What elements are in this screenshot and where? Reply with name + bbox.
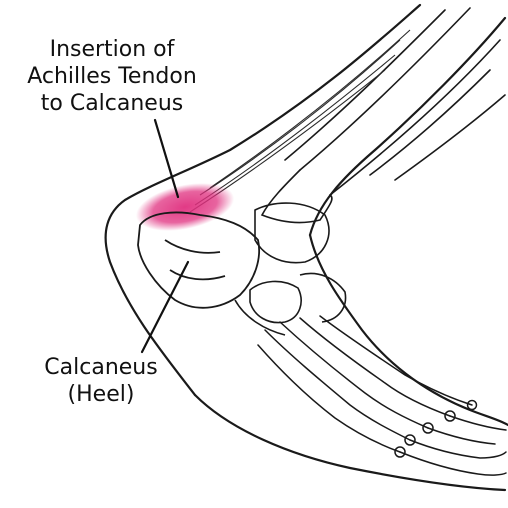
calcaneus-leader-line (142, 262, 188, 352)
insertion-label-line-2: Achilles Tendon (2, 63, 222, 90)
insertion-leader-line (155, 120, 178, 197)
achilles-tendon (190, 30, 410, 212)
tibia-fibula (262, 8, 505, 222)
leader-lines (142, 120, 188, 352)
metatarsals-toes (258, 316, 506, 475)
calcaneus-label: Calcaneus (Heel) (26, 354, 176, 408)
insertion-label-line-3: to Calcaneus (2, 90, 222, 117)
calcaneus-label-line-2: (Heel) (26, 381, 176, 408)
insertion-label-line-1: Insertion of (2, 36, 222, 63)
tendon-insertion-highlight (132, 175, 239, 239)
insertion-label: Insertion of Achilles Tendon to Calcaneu… (2, 36, 222, 117)
calcaneus-label-line-1: Calcaneus (26, 354, 176, 381)
